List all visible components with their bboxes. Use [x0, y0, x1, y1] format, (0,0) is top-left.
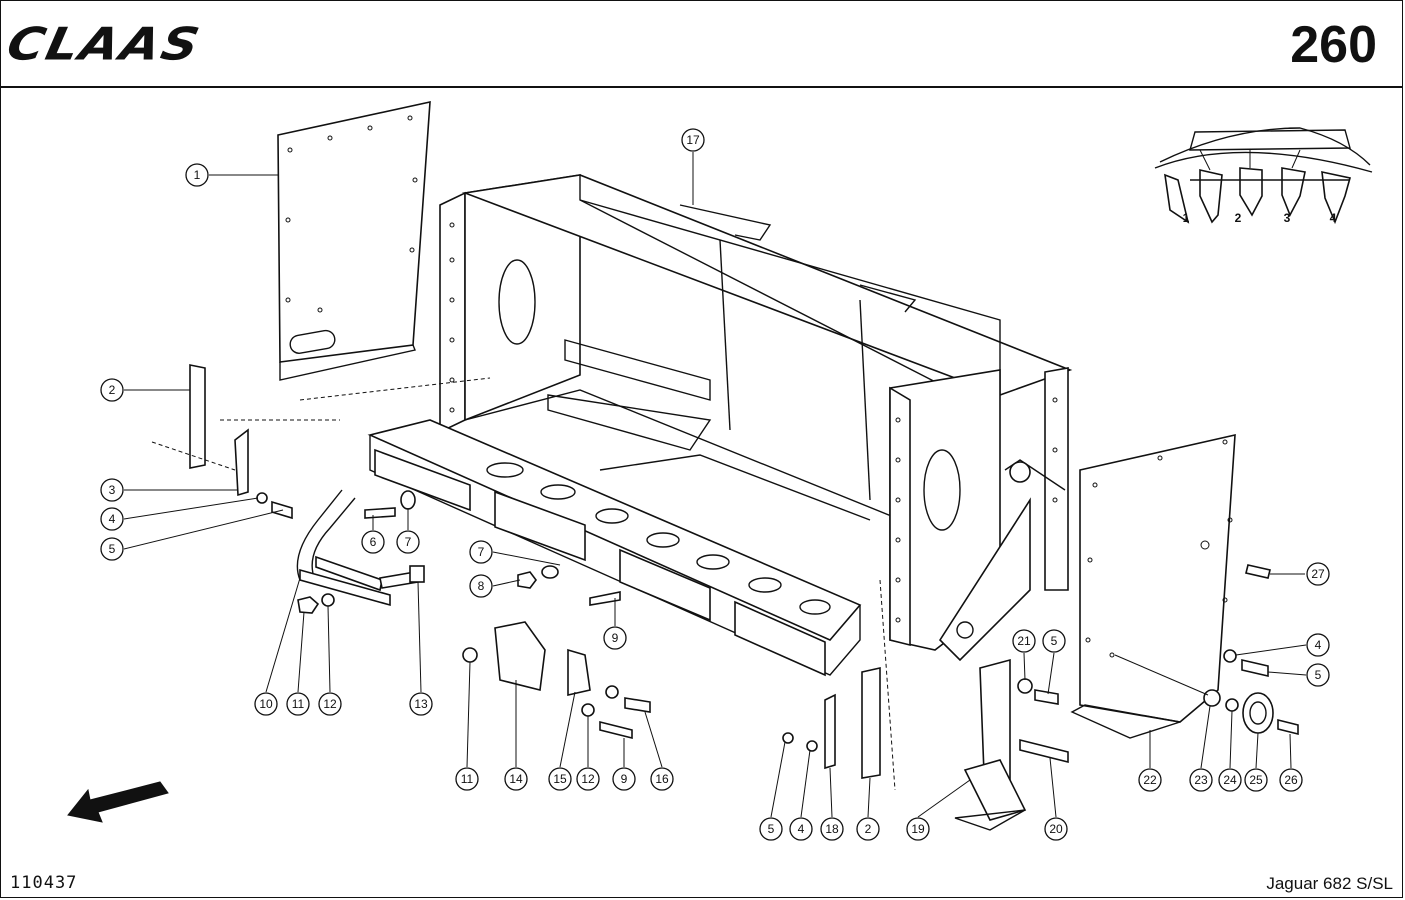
drawing-number: 110437 [10, 873, 78, 893]
svg-text:3: 3 [109, 483, 116, 497]
svg-text:5: 5 [768, 822, 775, 836]
svg-text:12: 12 [323, 697, 337, 711]
callout-7: 7 [396, 530, 420, 554]
side-plate-part-1 [277, 100, 431, 381]
callout-6: 6 [361, 530, 385, 554]
callout-27: 27 [1306, 562, 1330, 586]
callout-12: 12 [576, 767, 600, 791]
svg-text:15: 15 [553, 772, 567, 786]
callout-21: 21 [1012, 629, 1036, 653]
main-frame-part-17 [367, 174, 1073, 677]
svg-text:2: 2 [865, 822, 872, 836]
svg-text:9: 9 [621, 772, 628, 786]
callout-22: 22 [1138, 768, 1162, 792]
svg-text:13: 13 [414, 697, 428, 711]
model-name: Jaguar 682 S/SL [1266, 874, 1393, 893]
side-plate-part-22 [1070, 433, 1236, 739]
svg-text:1: 1 [194, 168, 201, 182]
svg-text:12: 12 [581, 772, 595, 786]
callout-26: 26 [1279, 768, 1303, 792]
callout-10: 10 [254, 692, 278, 716]
callout-11: 11 [286, 692, 310, 716]
svg-text:5: 5 [1051, 634, 1058, 648]
callout-9: 9 [603, 626, 627, 650]
svg-text:11: 11 [292, 697, 305, 711]
svg-text:24: 24 [1223, 773, 1237, 787]
callout-3: 3 [100, 478, 124, 502]
locator-row-3: 3 [1284, 211, 1291, 225]
callout-11: 11 [455, 767, 479, 791]
callout-15: 15 [548, 767, 572, 791]
callout-20: 20 [1044, 817, 1068, 841]
locator-row-4: 4 [1330, 211, 1337, 225]
svg-text:4: 4 [798, 822, 805, 836]
svg-text:18: 18 [825, 822, 839, 836]
svg-text:16: 16 [655, 772, 669, 786]
callout-2: 2 [100, 378, 124, 402]
callout-4: 4 [789, 817, 813, 841]
callout-25: 25 [1244, 768, 1268, 792]
svg-text:10: 10 [259, 697, 273, 711]
svg-text:8: 8 [478, 579, 485, 593]
svg-text:2: 2 [109, 383, 116, 397]
svg-text:27: 27 [1311, 567, 1325, 581]
callout-9: 9 [612, 767, 636, 791]
svg-text:7: 7 [405, 535, 412, 549]
callout-14: 14 [504, 767, 528, 791]
page-number: 260 [1290, 16, 1377, 74]
svg-text:6: 6 [370, 535, 377, 549]
locator-row-2: 2 [1235, 211, 1242, 225]
svg-text:21: 21 [1017, 634, 1031, 648]
svg-text:22: 22 [1143, 773, 1157, 787]
svg-text:7: 7 [478, 545, 485, 559]
svg-text:4: 4 [1315, 638, 1322, 652]
callout-5: 5 [1306, 663, 1330, 687]
callout-18: 18 [820, 817, 844, 841]
svg-text:5: 5 [109, 542, 116, 556]
callout-12: 12 [318, 692, 342, 716]
svg-text:14: 14 [509, 772, 523, 786]
callout-4: 4 [100, 507, 124, 531]
svg-text:25: 25 [1249, 773, 1263, 787]
svg-text:20: 20 [1049, 822, 1063, 836]
svg-text:5: 5 [1315, 668, 1322, 682]
callout-1: 1 [185, 163, 209, 187]
svg-text:19: 19 [911, 822, 925, 836]
svg-text:4: 4 [109, 512, 116, 526]
callout-4: 4 [1306, 633, 1330, 657]
svg-text:26: 26 [1284, 773, 1298, 787]
callout-16: 16 [650, 767, 674, 791]
svg-text:9: 9 [612, 631, 619, 645]
callout-19: 19 [906, 817, 930, 841]
callout-7: 7 [469, 540, 493, 564]
svg-text:11: 11 [461, 772, 474, 786]
svg-text:23: 23 [1194, 773, 1208, 787]
arrow-down-left-icon [67, 781, 169, 823]
callout-8: 8 [469, 574, 493, 598]
callout-13: 13 [409, 692, 433, 716]
locator-thumbnail [1154, 127, 1373, 225]
leader-lines [123, 152, 1307, 818]
callout-5: 5 [759, 817, 783, 841]
locator-row-1: 1 [1183, 211, 1190, 225]
svg-text:17: 17 [686, 133, 700, 147]
callout-23: 23 [1189, 768, 1213, 792]
callout-5: 5 [100, 537, 124, 561]
header-rule [0, 86, 1403, 88]
callout-17: 17 [681, 128, 705, 152]
callout-2: 2 [856, 817, 880, 841]
small-parts [189, 364, 1299, 831]
callout-24: 24 [1218, 768, 1242, 792]
callout-5: 5 [1042, 629, 1066, 653]
